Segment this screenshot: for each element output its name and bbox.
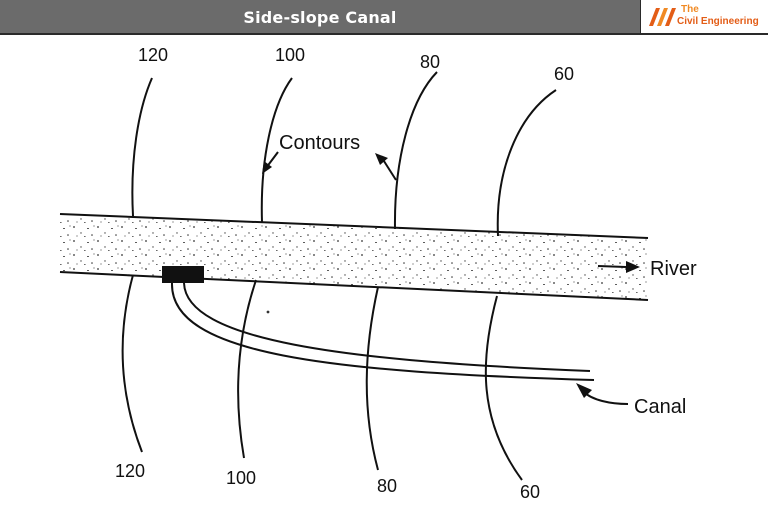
contour-label-bottom-100: 100 bbox=[226, 468, 256, 488]
canal-pointer-arrowhead bbox=[576, 383, 592, 398]
contours-arrowhead-left bbox=[262, 161, 272, 174]
contours-arrowhead-right bbox=[375, 153, 388, 165]
contours-arrow-right bbox=[381, 157, 397, 181]
logo-text-the: The bbox=[681, 4, 699, 15]
contour-60-upper bbox=[496, 89, 557, 237]
brand-logo[interactable]: The Civil Engineering bbox=[640, 0, 768, 33]
stray-dot bbox=[266, 310, 270, 314]
header-bar: Side-slope Canal The Civil Engineering bbox=[0, 0, 768, 35]
canal bbox=[162, 266, 629, 405]
page-title: Side-slope Canal bbox=[243, 8, 397, 27]
canal-line-outer bbox=[170, 282, 595, 381]
contour-100-upper bbox=[260, 77, 293, 223]
river-bank-top bbox=[59, 213, 649, 239]
contour-120-upper bbox=[131, 77, 153, 217]
river bbox=[59, 213, 649, 301]
side-slope-canal-diagram: 120 100 80 60 120 100 80 60 Contours Riv… bbox=[59, 45, 697, 502]
river-flow-arrow bbox=[597, 265, 627, 268]
contour-80-lower bbox=[365, 286, 379, 471]
canal-label: Canal bbox=[634, 396, 686, 418]
canal-line-inner bbox=[183, 282, 591, 372]
contour-label-top-60: 60 bbox=[554, 64, 574, 84]
river-flow-arrowhead bbox=[626, 261, 640, 273]
river-label: River bbox=[650, 258, 697, 280]
contour-label-top-100: 100 bbox=[275, 45, 305, 65]
contour-label-top-80: 80 bbox=[420, 52, 440, 72]
contours-label: Contours bbox=[279, 132, 360, 154]
contour-60-lower bbox=[484, 295, 523, 481]
canal-headworks bbox=[162, 266, 204, 283]
logo-text-name: Civil Engineering bbox=[677, 16, 759, 27]
contours-upper bbox=[131, 71, 557, 237]
contour-label-bottom-60: 60 bbox=[520, 482, 540, 502]
contour-100-lower bbox=[237, 279, 257, 459]
contour-label-bottom-80: 80 bbox=[377, 476, 397, 496]
contours-pointers bbox=[262, 151, 397, 181]
river-bank-bottom bbox=[59, 271, 649, 301]
contours-lower bbox=[121, 274, 523, 481]
stripes-logo-icon bbox=[649, 8, 676, 26]
contour-label-top-120: 120 bbox=[138, 45, 168, 65]
contour-120-lower bbox=[121, 274, 143, 453]
canal-pointer-line bbox=[583, 391, 629, 405]
contour-label-bottom-120: 120 bbox=[115, 461, 145, 481]
contour-80-upper bbox=[393, 71, 438, 230]
